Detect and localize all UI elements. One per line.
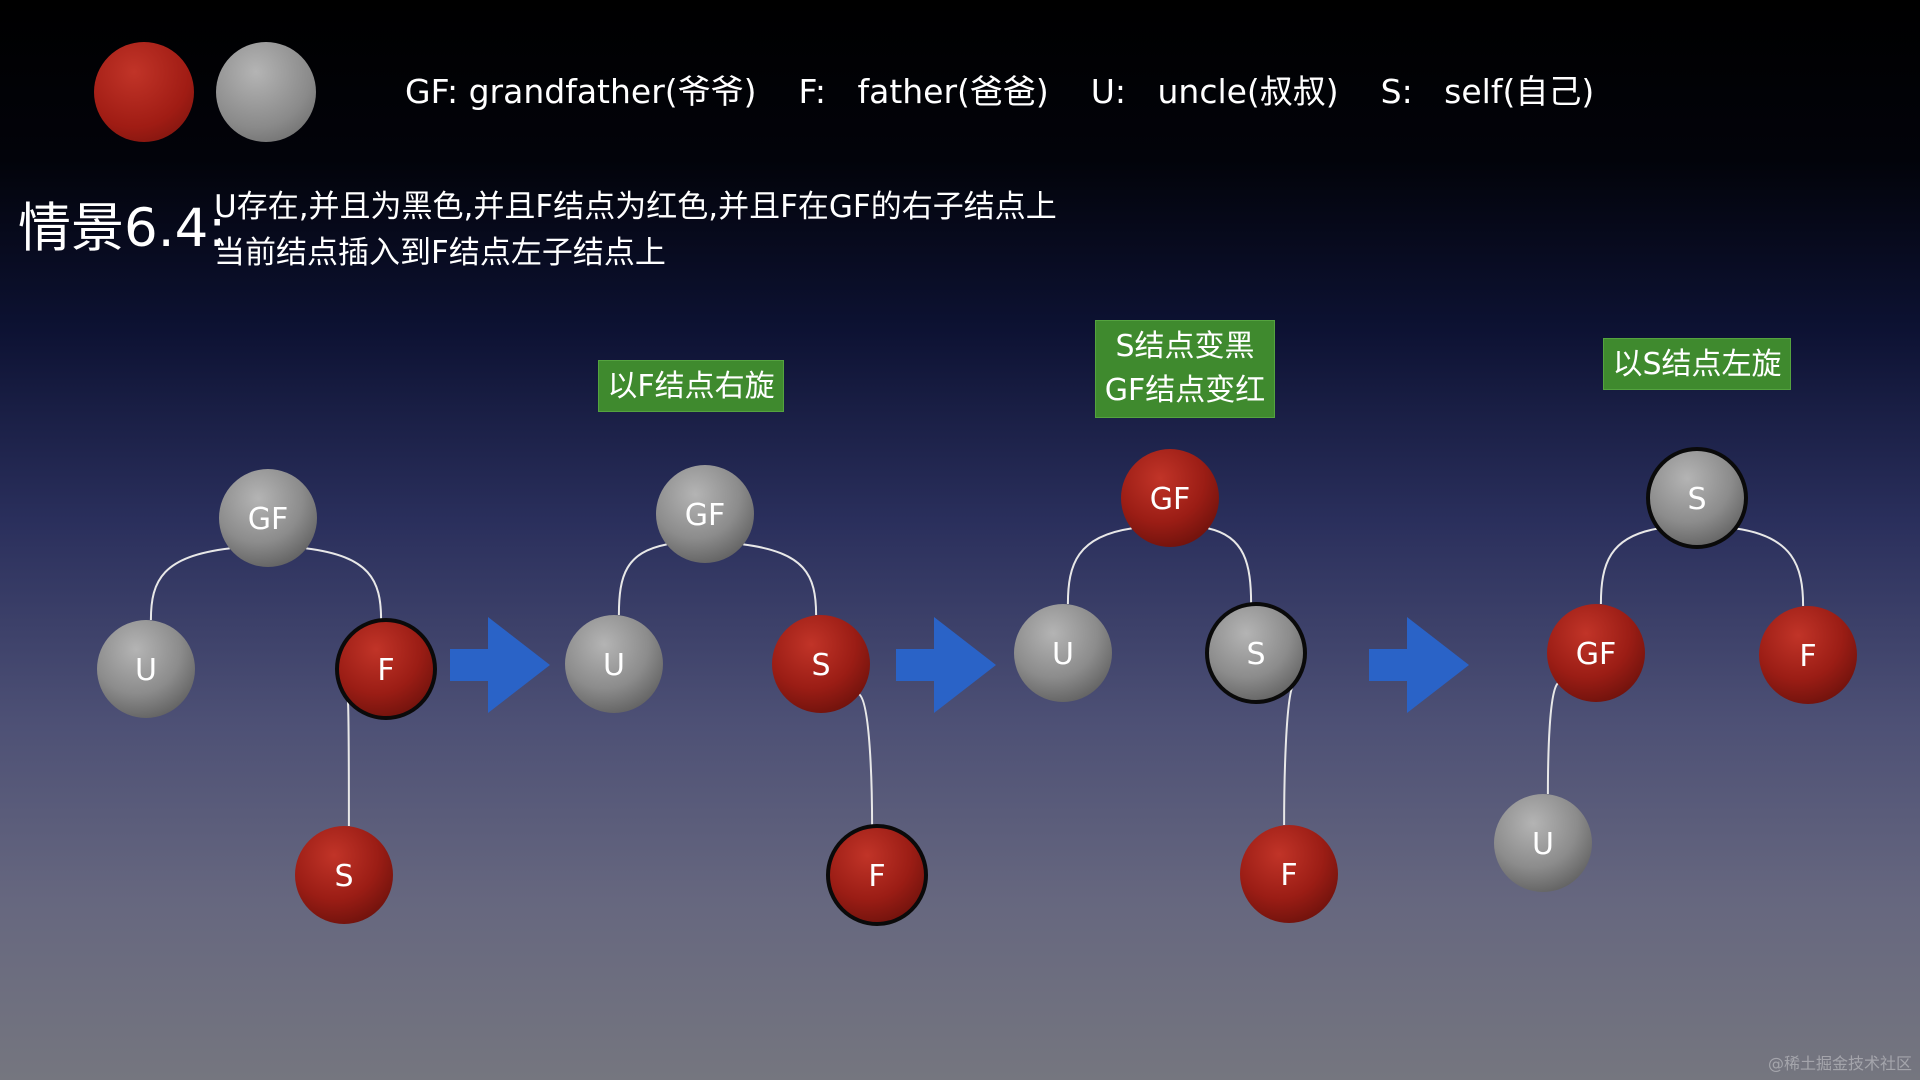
node-circle xyxy=(1494,794,1592,892)
step-label-recolor: S结点变黑 GF结点变红 xyxy=(1095,320,1275,418)
tree-1-edge-gf-f xyxy=(306,547,383,621)
tree-2-node-s: S xyxy=(772,615,870,713)
node-label: F xyxy=(377,653,394,688)
node-circle xyxy=(772,615,870,713)
tree-3-edge-s-f xyxy=(1283,682,1296,826)
transition-arrow-icon xyxy=(896,617,996,713)
node-circle xyxy=(219,469,317,567)
step-label-line: GF结点变红 xyxy=(1104,373,1266,408)
tree-1-edge-gf-u xyxy=(149,547,230,621)
node-circle xyxy=(1121,449,1219,547)
node-circle xyxy=(97,620,195,718)
node-circle xyxy=(1240,825,1338,923)
node-label: U xyxy=(135,653,157,688)
tree-2-edge-s-f xyxy=(858,693,874,827)
tree-1-node-u: U xyxy=(97,620,195,718)
tree-2-edge-gf-s xyxy=(743,543,818,616)
step-label-line: S结点变黑 xyxy=(1115,329,1255,364)
node-label: U xyxy=(603,648,625,683)
tree-3-node-u: U xyxy=(1014,604,1112,702)
node-circle xyxy=(565,615,663,713)
tree-1-node-gf: GF xyxy=(219,469,317,567)
legend-text: GF: grandfather(爷爷) F: father(爸爸) U: unc… xyxy=(405,72,1595,111)
tree-1-node-s: S xyxy=(295,826,393,924)
scenario-line-1: U存在,并且为黑色,并且F结点为红色,并且F在GF的右子结点上 xyxy=(214,189,1057,225)
node-label: F xyxy=(868,859,885,894)
tree-1-edge-f-s xyxy=(346,699,350,827)
node-circle xyxy=(295,826,393,924)
node-label: F xyxy=(1280,858,1297,893)
legend-red-node-icon xyxy=(94,42,194,142)
watermark: @稀土掘金技术社区 xyxy=(1767,1054,1912,1073)
node-label: U xyxy=(1532,827,1554,862)
tree-3-node-s: S xyxy=(1205,602,1307,704)
tree-4-node-f: F xyxy=(1759,606,1857,704)
tree-2-node-gf: GF xyxy=(656,465,754,563)
tree-3-edge-gf-u xyxy=(1066,527,1132,605)
node-circle xyxy=(335,618,437,720)
tree-3-node-gf: GF xyxy=(1121,449,1219,547)
tree-2-edge-gf-u xyxy=(617,543,667,616)
transition-arrow-icon xyxy=(1369,617,1469,713)
scenario-title: 情景6.4: xyxy=(18,198,227,259)
node-label: U xyxy=(1052,637,1074,672)
node-circle xyxy=(1014,604,1112,702)
tree-2-node-f: F xyxy=(826,824,928,926)
tree-4-edge-s-gf xyxy=(1599,527,1659,605)
step-label-line: 以S结点左旋 xyxy=(1612,347,1782,382)
tree-4-node-u: U xyxy=(1494,794,1592,892)
step-label-right-rotate: 以F结点右旋 xyxy=(598,360,784,412)
step-label-line: 以F结点右旋 xyxy=(607,369,775,404)
node-label: GF xyxy=(248,502,289,537)
scenario-description: U存在,并且为黑色,并且F结点为红色,并且F在GF的右子结点上 当前结点插入到F… xyxy=(214,184,1057,276)
node-circle xyxy=(1547,604,1645,702)
node-label: S xyxy=(1246,637,1265,672)
node-label: S xyxy=(334,859,353,894)
node-label: GF xyxy=(1150,482,1191,517)
node-circle xyxy=(656,465,754,563)
node-circle xyxy=(826,824,928,926)
node-label: S xyxy=(811,648,830,683)
tree-3-node-f: F xyxy=(1240,825,1338,923)
node-label: F xyxy=(1799,639,1816,674)
tree-1-node-f: F xyxy=(335,618,437,720)
node-circle xyxy=(1646,447,1748,549)
transition-arrow-icon xyxy=(450,617,550,713)
node-label: GF xyxy=(685,498,726,533)
node-label: S xyxy=(1687,482,1706,517)
scenario-line-2: 当前结点插入到F结点左子结点上 xyxy=(214,235,666,271)
tree-4-node-s: S xyxy=(1646,447,1748,549)
tree-2-node-u: U xyxy=(565,615,663,713)
tree-3-edge-gf-s xyxy=(1208,527,1253,605)
tree-4-node-gf: GF xyxy=(1547,604,1645,702)
tree-4-edge-gf-u xyxy=(1546,682,1559,795)
node-circle xyxy=(1205,602,1307,704)
node-circle xyxy=(1759,606,1857,704)
legend-black-node-icon xyxy=(216,42,316,142)
step-label-left-rotate: 以S结点左旋 xyxy=(1603,338,1791,390)
node-label: GF xyxy=(1576,637,1617,672)
tree-4-edge-s-f xyxy=(1735,527,1805,607)
